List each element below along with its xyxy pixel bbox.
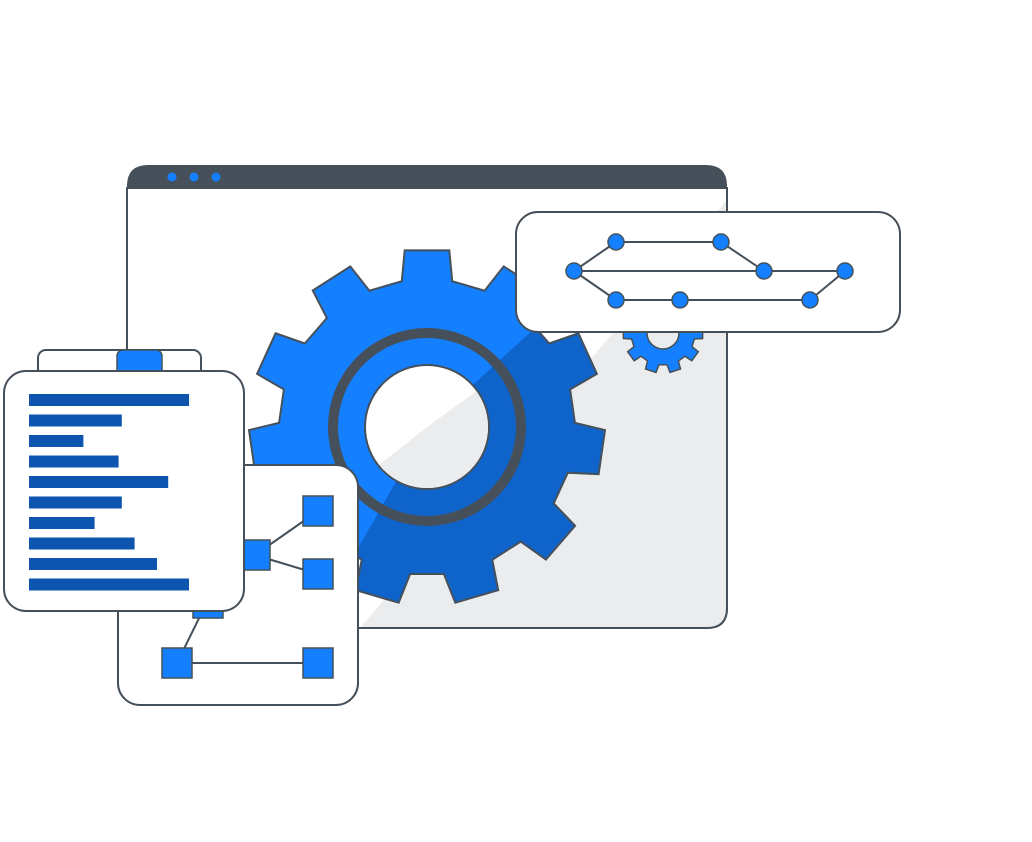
graph-node bbox=[607, 291, 625, 309]
list-line-7 bbox=[29, 517, 95, 529]
list-line-8 bbox=[29, 537, 135, 550]
list-line-4 bbox=[29, 455, 119, 468]
graph-node bbox=[671, 291, 689, 309]
list-line-1 bbox=[29, 394, 189, 406]
window-dot-1 bbox=[167, 172, 177, 182]
tree-node bbox=[302, 558, 334, 590]
window-dot-2 bbox=[189, 172, 199, 182]
graph-node bbox=[836, 262, 854, 280]
node-graph-icon bbox=[515, 211, 901, 333]
list-line-6 bbox=[29, 496, 122, 509]
graph-node bbox=[755, 262, 773, 280]
graph-node bbox=[712, 233, 730, 251]
tree-node bbox=[302, 495, 334, 527]
tree-node bbox=[302, 647, 334, 679]
list-line-10 bbox=[29, 578, 189, 591]
list-line-2 bbox=[29, 414, 122, 427]
graph-node bbox=[801, 291, 819, 309]
gear-icon bbox=[247, 249, 607, 604]
clipboard-list-icon bbox=[3, 349, 245, 612]
list-line-9 bbox=[29, 558, 157, 570]
tree-node bbox=[161, 647, 193, 679]
graph-node bbox=[565, 262, 583, 280]
graph-node bbox=[607, 233, 625, 251]
list-line-3 bbox=[29, 435, 84, 447]
window-titlebar bbox=[127, 165, 727, 188]
window-dot-3 bbox=[211, 172, 221, 182]
list-line-5 bbox=[29, 476, 169, 488]
